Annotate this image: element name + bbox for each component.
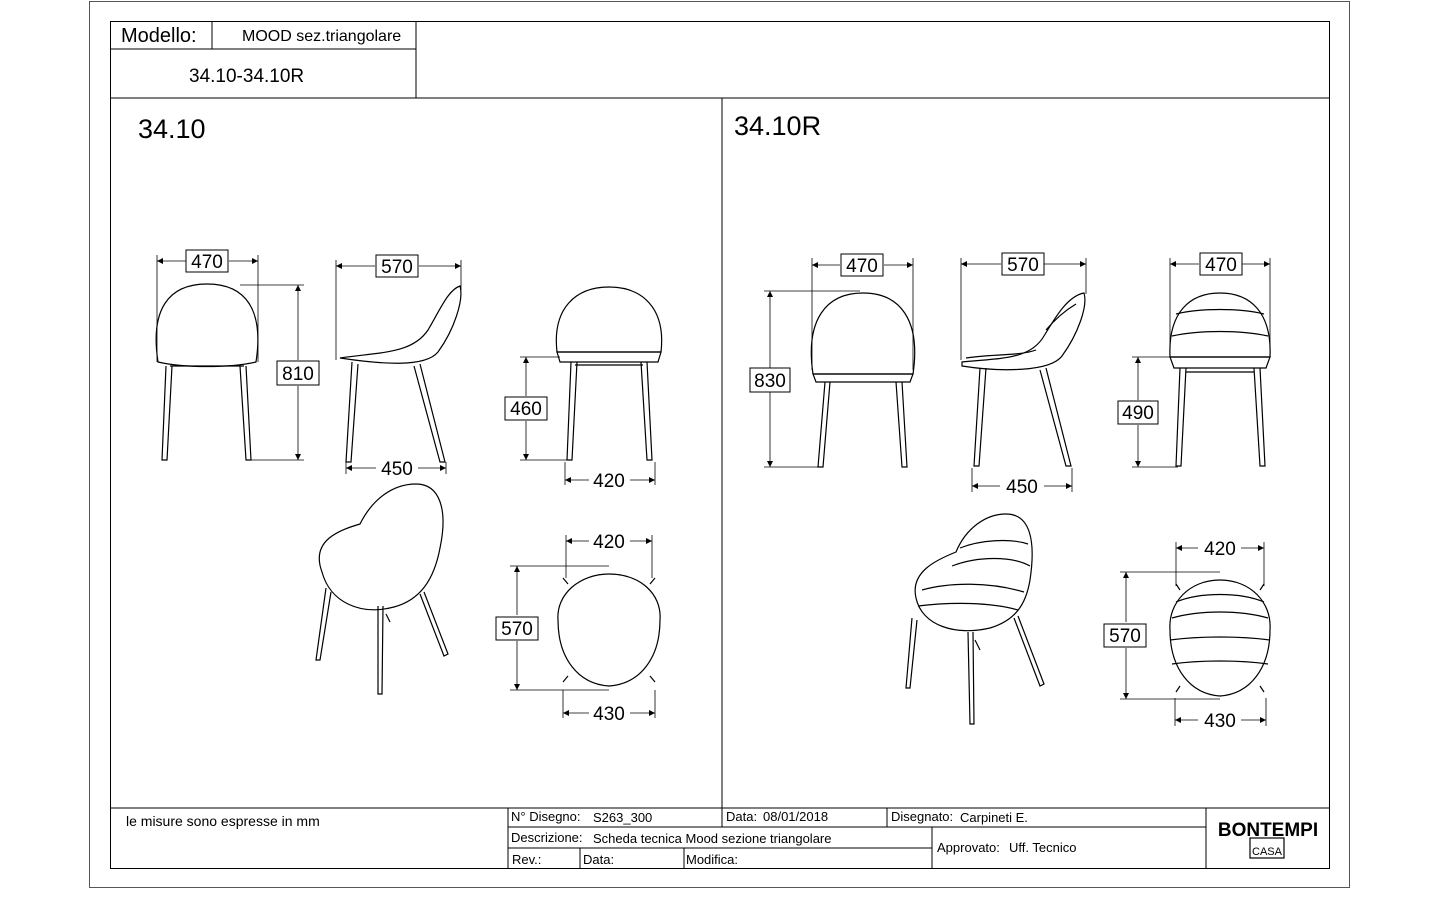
panel-title-right: 34.10R xyxy=(734,111,822,141)
dim-left-top-base: 430 xyxy=(593,704,625,725)
dim-right-top-depth: 570 xyxy=(1109,626,1141,647)
panel-title-left: 34.10 xyxy=(138,114,206,144)
modifica-label: Modifica: xyxy=(686,852,739,867)
dim-left-side-depth: 570 xyxy=(381,257,413,278)
description: Scheda tecnica Mood sezione triangolare xyxy=(593,831,832,846)
dim-right-side-base: 450 xyxy=(1006,477,1038,498)
drawn-by: Carpineti E. xyxy=(960,810,1028,825)
dim-left-front-width: 470 xyxy=(191,252,223,273)
rev-label: Rev.: xyxy=(512,852,542,867)
dimension-boxes-right xyxy=(749,252,1243,648)
drawn-by-label: Disegnato: xyxy=(891,809,954,824)
chair-front-view-right xyxy=(810,292,916,468)
model-label: Modello: xyxy=(121,25,197,47)
dim-right-front-height: 830 xyxy=(754,371,786,392)
approved-label: Approvato: xyxy=(937,840,1000,855)
dim-left-side-base: 450 xyxy=(381,459,413,480)
dim-right-front-width: 470 xyxy=(846,256,878,277)
model-codes: 34.10-34.10R xyxy=(189,66,305,87)
dim-left-front-height: 810 xyxy=(282,364,314,385)
approved-by: Uff. Tecnico xyxy=(1009,840,1077,855)
dimension-lines-left xyxy=(156,255,656,718)
model-name: MOOD sez.triangolare xyxy=(242,28,402,45)
dim-right-top-base: 430 xyxy=(1204,711,1236,732)
units-note: le misure sono espresse in mm xyxy=(126,813,320,829)
chair-top-view-right xyxy=(1169,579,1271,697)
dim-left-seat-height: 460 xyxy=(510,399,542,420)
dim-left-top-width: 420 xyxy=(593,532,625,553)
logo-brand: BONTEMPI xyxy=(1218,820,1318,841)
drawing-frame xyxy=(110,21,1330,869)
chair-perspective-view-left xyxy=(315,483,449,695)
drawing-number: S263_300 xyxy=(593,810,653,825)
chair-back-view-right xyxy=(1169,292,1271,467)
chair-front-view-left xyxy=(155,283,259,461)
rev-date-label: Data: xyxy=(583,852,615,867)
bontempi-logo: BONTEMPI CASA xyxy=(1218,820,1318,859)
dim-right-top-width: 420 xyxy=(1204,539,1236,560)
dimension-lines-right xyxy=(764,258,1271,726)
dim-right-back-width: 470 xyxy=(1205,255,1237,276)
dim-right-side-depth: 570 xyxy=(1007,255,1039,276)
dim-left-top-depth: 570 xyxy=(501,619,533,640)
chair-top-view-left xyxy=(557,573,661,687)
chair-back-view-left xyxy=(555,286,663,461)
logo-sub: CASA xyxy=(1252,846,1283,858)
chair-perspective-view-right xyxy=(905,513,1045,725)
dim-right-seat-height: 490 xyxy=(1122,403,1154,424)
dimension-boxes-left xyxy=(185,249,548,641)
chair-side-view-left xyxy=(339,285,462,463)
dimension-labels-right: 470 830 570 450 470 490 420 570 430 xyxy=(754,255,1237,732)
sheet-outer-border xyxy=(89,1,1350,888)
chair-side-view-right xyxy=(961,292,1086,467)
drawing-number-label: N° Disegno: xyxy=(511,809,581,824)
frame-grid-lines xyxy=(110,21,1330,869)
dim-left-back-base: 420 xyxy=(593,471,625,492)
dimension-labels-left: 470 810 570 450 460 420 420 570 430 xyxy=(191,252,625,725)
date-label: Data: xyxy=(726,809,758,824)
description-label: Descrizione: xyxy=(511,830,583,845)
date-value: 08/01/2018 xyxy=(763,809,829,824)
